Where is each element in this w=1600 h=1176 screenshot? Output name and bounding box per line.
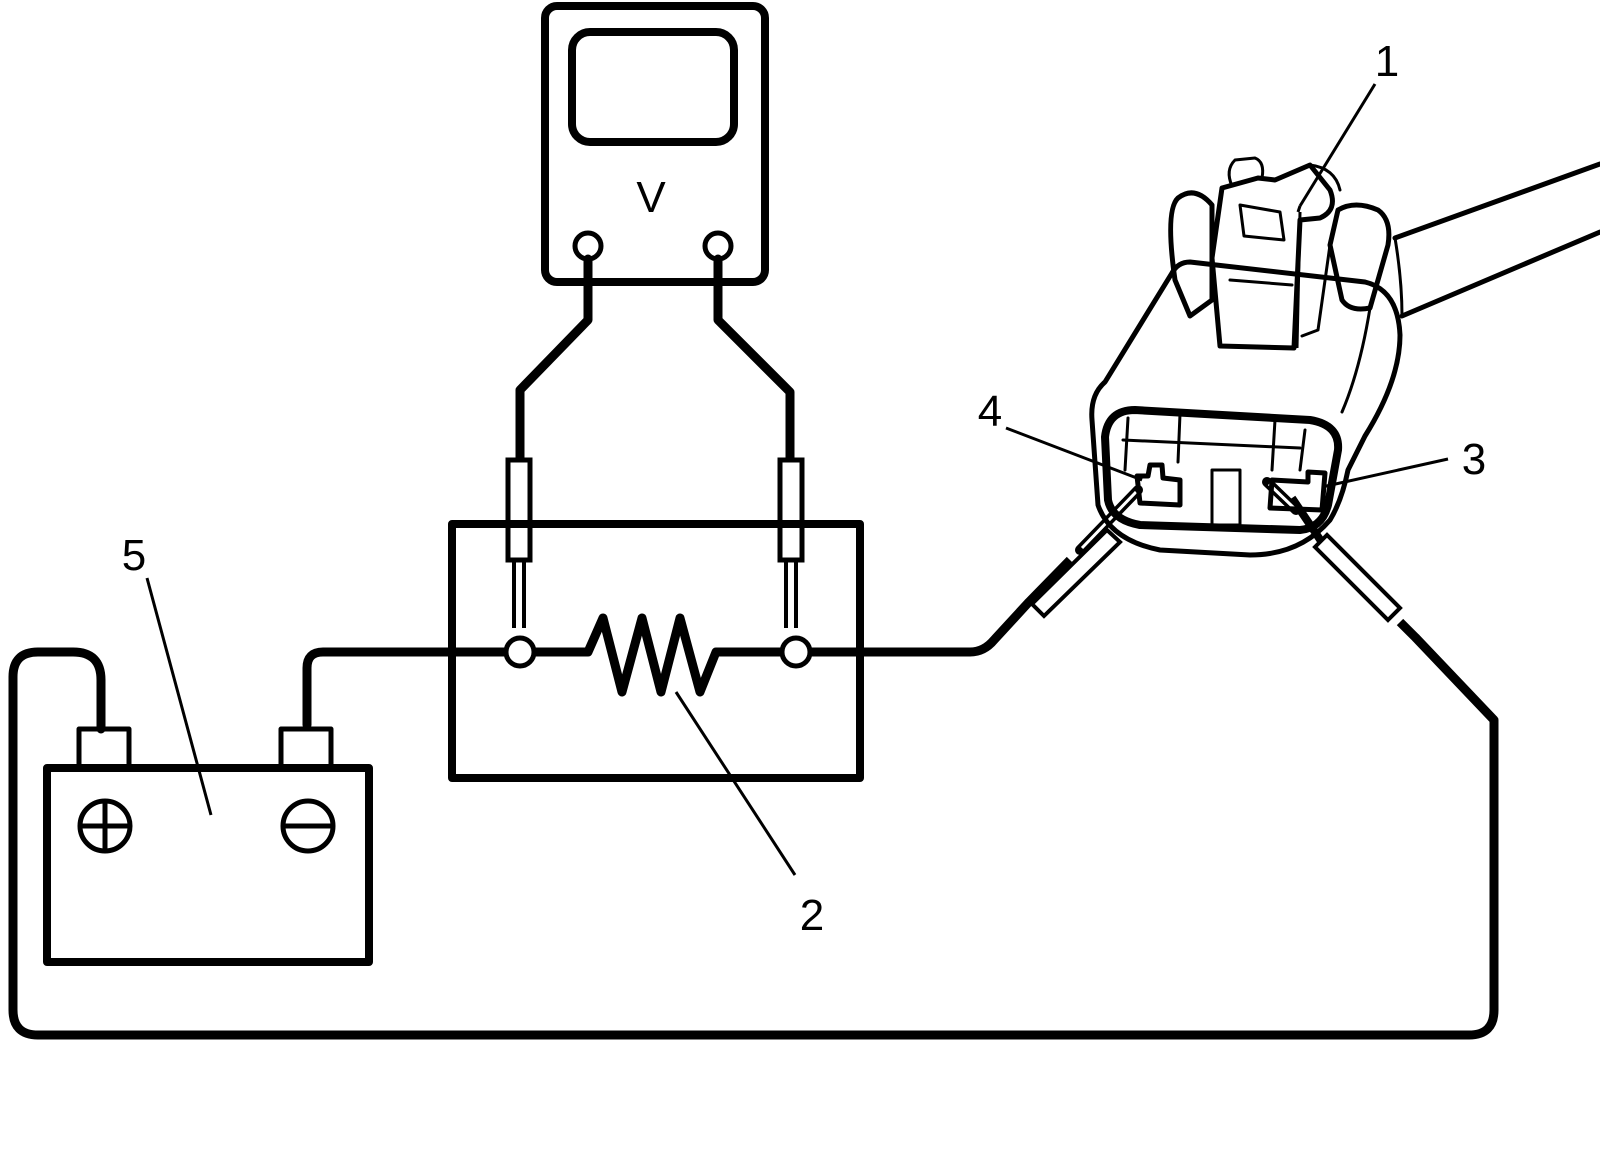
callout-3-label: 3 xyxy=(1462,435,1486,484)
callout-1: 1 xyxy=(1296,37,1399,213)
voltmeter-label: V xyxy=(636,173,666,222)
connector-probe-3 xyxy=(1262,477,1420,642)
callout-5: 5 xyxy=(122,531,213,816)
resistor-wire-right xyxy=(805,598,1033,657)
callout-2-label: 2 xyxy=(800,891,824,940)
voltmeter: V xyxy=(541,2,769,286)
minus-in-circle-icon xyxy=(280,798,336,854)
resistor-node-left xyxy=(503,635,537,669)
callout-4-label: 4 xyxy=(978,387,1002,436)
resistor-node-right xyxy=(779,635,813,669)
voltmeter-display xyxy=(568,28,738,146)
connector xyxy=(1089,156,1600,558)
battery-post-positive xyxy=(76,726,132,772)
voltmeter-lead-right xyxy=(713,254,795,467)
battery xyxy=(43,726,373,966)
callout-1-label: 1 xyxy=(1375,37,1399,86)
voltmeter-lead-left xyxy=(515,254,593,467)
battery-body xyxy=(43,764,373,966)
plus-in-circle-icon xyxy=(77,798,133,854)
callout-4: 4 xyxy=(978,387,1143,482)
probe-left xyxy=(505,457,533,628)
callout-3: 3 xyxy=(1321,435,1486,489)
voltmeter-body xyxy=(541,2,769,286)
battery-post-negative xyxy=(278,726,334,772)
resistor-wire-left xyxy=(302,647,511,730)
connector-probe-4 xyxy=(1024,485,1143,619)
resistor-zigzag xyxy=(529,613,785,697)
probe-right xyxy=(777,457,805,628)
callout-1-line-extension xyxy=(1295,211,1302,349)
battery-positive-wire xyxy=(8,633,1499,1040)
callout-2: 2 xyxy=(674,691,824,940)
callout-5-label: 5 xyxy=(122,531,146,580)
